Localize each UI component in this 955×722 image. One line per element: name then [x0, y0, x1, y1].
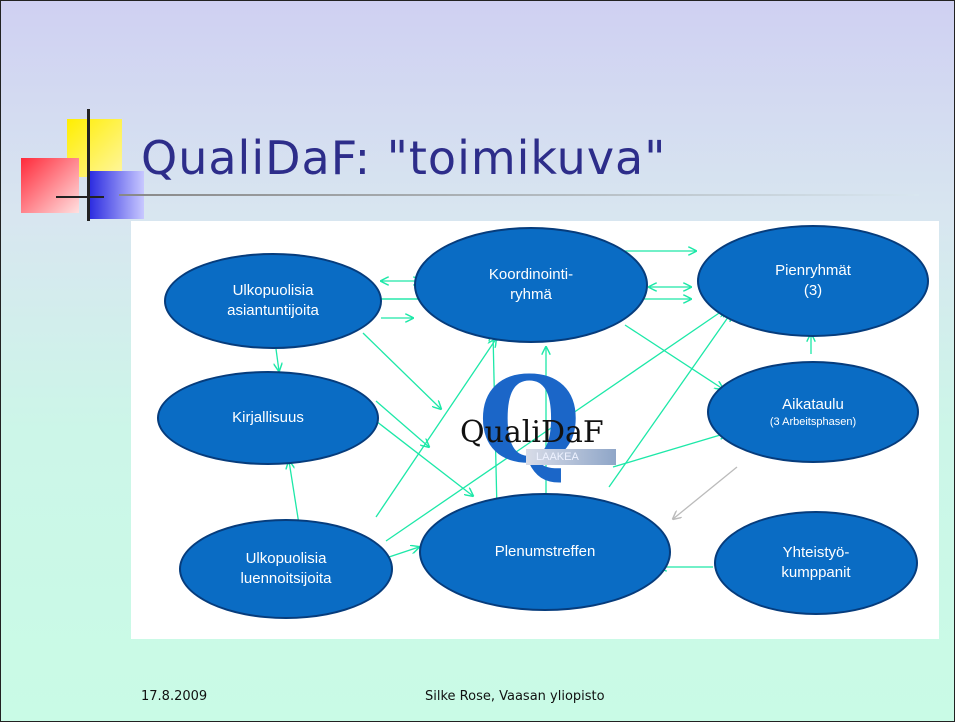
logo-subtitle: LAAKEA	[526, 449, 616, 465]
connector-plenumstreffen-pienryhmat	[608, 313, 731, 488]
connector-luennoitsijoita-plenumstreffen	[388, 547, 419, 558]
connector-asiantuntijoita-logo	[362, 332, 441, 409]
connector-luennoitsijoita-pienryhmat	[385, 309, 725, 542]
node-label-line1: Koordinointi-	[488, 266, 574, 283]
node-kirjallisuus: Kirjallisuus	[157, 371, 379, 465]
connector-koordinointi-plenumstreffen-a	[493, 333, 497, 511]
footer-date: 17.8.2009	[141, 689, 208, 704]
connector-luennoitsijoita-koordinointi	[375, 339, 496, 518]
node-label-line1: Plenumstreffen	[494, 543, 596, 560]
connector-kirjallisuus-logo	[375, 400, 429, 447]
connector-aikataulu-plenumstreffen	[673, 466, 738, 519]
connector-layer	[131, 221, 939, 639]
horizontal-line-decoration	[56, 196, 104, 198]
logo-name: QualiDaF	[460, 415, 604, 450]
node-label-line1: Ulkopuolisia	[232, 282, 314, 299]
node-label-line1: Kirjallisuus	[232, 409, 304, 426]
vertical-line-decoration	[87, 109, 90, 221]
node-label-line1: Aikataulu	[782, 396, 844, 413]
node-ulkopuolisia-asiantuntijoita: Ulkopuolisia asiantuntijoita	[164, 253, 382, 349]
connector-koordinointi-aikataulu	[624, 324, 723, 389]
node-plenumstreffen: Plenumstreffen	[419, 493, 671, 611]
footer-author: Silke Rose, Vaasan yliopisto	[425, 689, 605, 704]
node-label-line2: asiantuntijoita	[227, 302, 319, 319]
connector-kirjallisuus-plenumstreffen	[375, 420, 473, 496]
node-ulkopuolisia-luennoitsijoita: Ulkopuolisia luennoitsijoita	[179, 519, 393, 619]
diagram-panel: Q QualiDaF LAAKEA Ulkopuolisia asiantunt…	[131, 221, 939, 639]
connector-logo-aikataulu	[612, 433, 727, 468]
node-label-line2: kumppanit	[781, 564, 851, 581]
title-underline	[119, 194, 919, 196]
node-label-line2: luennoitsijoita	[240, 570, 332, 587]
node-aikataulu: Aikataulu (3 Arbeitsphasen)	[707, 361, 919, 463]
node-yhteistyokumppanit: Yhteistyö- kumppanit	[714, 511, 918, 615]
slide-title: QualiDaF: "toimikuva"	[141, 131, 667, 185]
node-label-line2: ryhmä	[510, 286, 552, 303]
qualidaf-logo: Q QualiDaF LAAKEA	[456, 361, 616, 486]
node-label-line1: Ulkopuolisia	[245, 550, 327, 567]
node-label-line1: Yhteistyö-	[782, 544, 850, 561]
node-label-line2: (3 Arbeitsphasen)	[769, 416, 857, 428]
red-square-decoration	[21, 158, 79, 213]
node-pienryhmat: Pienryhmät (3)	[697, 225, 929, 337]
node-label-line1: Pienryhmät	[775, 262, 851, 279]
node-label-line2: (3)	[803, 282, 823, 299]
node-koordinointi-ryhma: Koordinointi- ryhmä	[414, 227, 648, 343]
connector-asiantuntijoita-kirjallisuus	[276, 348, 279, 371]
